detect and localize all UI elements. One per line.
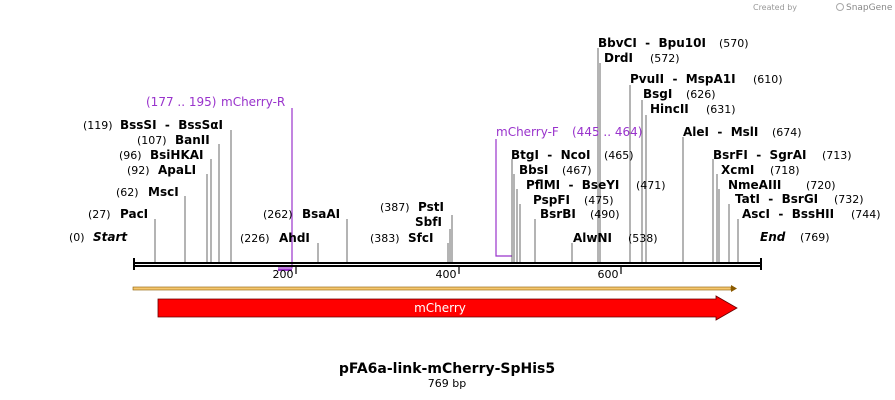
start-position: (0): [69, 231, 85, 244]
site-label[interactable]: PstI: [418, 200, 444, 214]
site-position: (570): [719, 37, 749, 50]
site-label[interactable]: BsaAI: [302, 207, 340, 221]
sequence-end-cap: [760, 258, 762, 270]
plasmid-length: 769 bp: [428, 377, 466, 390]
site-position: (538): [628, 232, 658, 245]
site-position: (467): [562, 164, 592, 177]
site-label[interactable]: XcmI: [721, 163, 754, 177]
primer-mCherry-R-marker[interactable]: [278, 108, 293, 271]
credit-brand: SnapGene: [846, 3, 893, 13]
site-label[interactable]: BssSI - BssSαI: [120, 118, 223, 132]
site-label[interactable]: AleI - MslI: [683, 125, 758, 139]
site-label[interactable]: MscI: [148, 185, 179, 199]
site-position: (713): [822, 149, 852, 162]
site-position: (674): [772, 126, 802, 139]
sequence-bottom-strand: [133, 265, 762, 267]
site-position: (96): [119, 149, 142, 162]
site-label[interactable]: AscI - BssHII: [742, 207, 834, 221]
site-label[interactable]: BsrFI - SgrAI: [713, 148, 806, 162]
site-label[interactable]: BbsI: [519, 163, 548, 177]
site-position: (744): [851, 208, 881, 221]
site-label[interactable]: BsiHKAI: [150, 148, 204, 162]
site-label[interactable]: BtgI - NcoI: [511, 148, 591, 162]
site-position: (27): [88, 208, 111, 221]
snapgene-logo-icon: [836, 3, 844, 11]
plasmid-title: pFA6a-link-mCherry-SpHis5: [339, 361, 555, 377]
start-label: Start: [93, 230, 128, 244]
feature-label: mCherry: [414, 301, 466, 315]
primer-range: (445 .. 464): [572, 125, 642, 139]
site-position: (572): [650, 52, 680, 65]
site-position: (471): [636, 179, 666, 192]
site-label[interactable]: NmeAIII: [728, 178, 781, 192]
site-position: (720): [806, 179, 836, 192]
site-position: (718): [770, 164, 800, 177]
site-label[interactable]: PvuII - MspA1I: [630, 72, 736, 86]
end-label: End: [760, 230, 786, 244]
site-position: (610): [753, 73, 783, 86]
site-label[interactable]: AhdI: [279, 231, 310, 245]
site-label[interactable]: ApaLI: [158, 163, 196, 177]
tick-label: 600: [598, 268, 619, 281]
site-position: (475): [584, 194, 614, 207]
site-position: (62): [116, 186, 139, 199]
site-label[interactable]: PspFI: [533, 193, 570, 207]
site-position: (262): [263, 208, 293, 221]
primer-label[interactable]: mCherry-R: [221, 95, 285, 109]
site-position: (490): [590, 208, 620, 221]
site-label[interactable]: TatI - BsrGI: [735, 192, 818, 206]
site-label[interactable]: BsgI: [643, 87, 672, 101]
site-label[interactable]: PflMI - BseYI: [526, 178, 619, 192]
site-position: (387): [380, 201, 410, 214]
sequence-start-cap: [133, 258, 135, 270]
site-label[interactable]: SfcI: [408, 231, 433, 245]
orf-arrow[interactable]: [132, 285, 737, 292]
feature-mCherry-arrow[interactable]: mCherry: [157, 295, 738, 321]
site-position: (383): [370, 232, 400, 245]
site-label[interactable]: BanII: [175, 133, 210, 147]
site-label[interactable]: AlwNI: [573, 231, 612, 245]
site-position: (92): [127, 164, 150, 177]
site-position: (107): [137, 134, 167, 147]
site-position: (226): [240, 232, 270, 245]
credit-prefix: Created by: [753, 3, 797, 12]
site-position: (631): [706, 103, 736, 116]
site-lines: [154, 48, 739, 262]
site-position: (119): [83, 119, 113, 132]
site-label[interactable]: SbfI: [415, 215, 442, 229]
site-position: (626): [686, 88, 716, 101]
site-label[interactable]: BbvCI - Bpu10I: [598, 36, 706, 50]
site-label[interactable]: BsrBI: [540, 207, 576, 221]
tick-label: 200: [273, 268, 294, 281]
end-position: (769): [800, 231, 830, 244]
site-label[interactable]: PacI: [120, 207, 148, 221]
site-position: (465): [604, 149, 634, 162]
tick-label: 400: [436, 268, 457, 281]
site-position: (732): [834, 193, 864, 206]
primer-mCherry-F-marker[interactable]: [495, 139, 512, 257]
site-label[interactable]: DrdI: [604, 51, 633, 65]
sequence-top-strand: [133, 262, 762, 264]
primer-label[interactable]: mCherry-F: [496, 125, 559, 139]
site-label[interactable]: HincII: [650, 102, 689, 116]
ruler-ticks: [295, 267, 622, 274]
primer-range: (177 .. 195): [146, 95, 216, 109]
